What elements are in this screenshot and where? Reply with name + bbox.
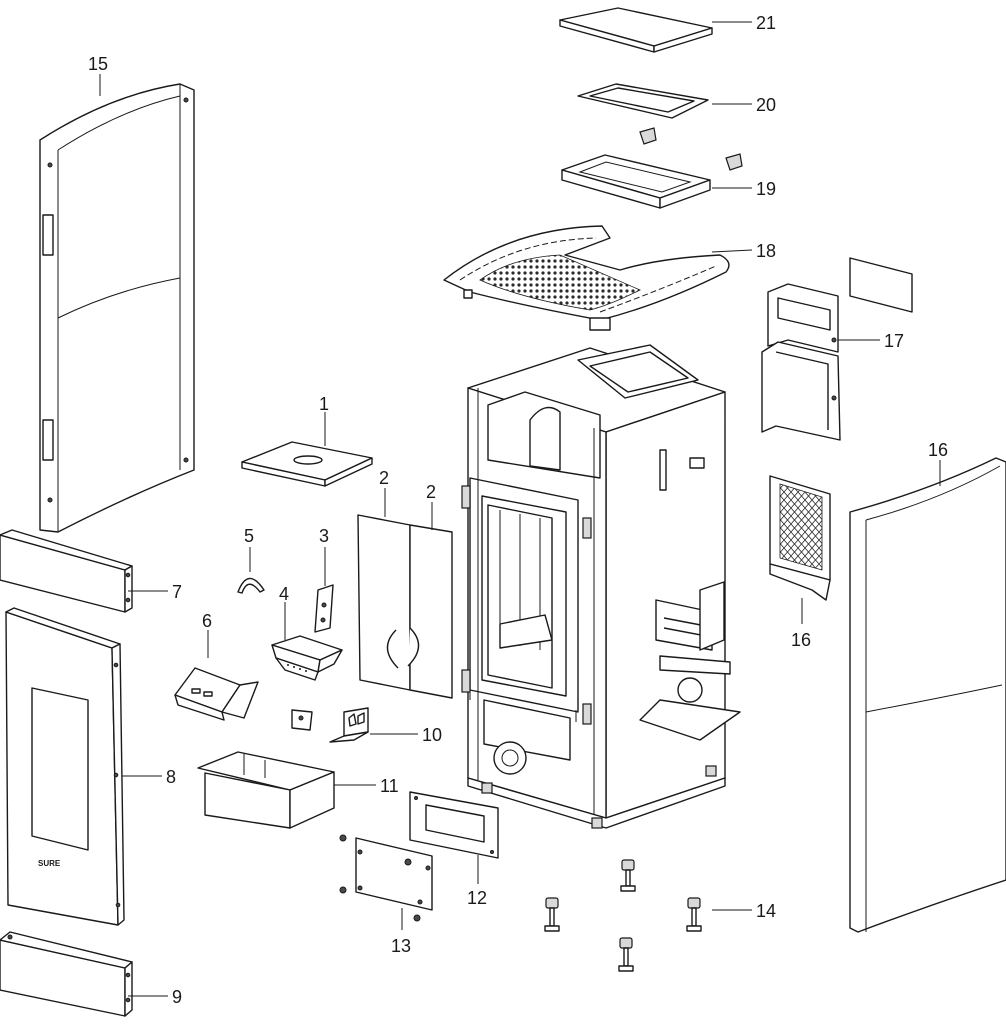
- callout-19: 19: [756, 179, 776, 199]
- part-21-hopper-lid: [559, 7, 713, 53]
- callout-16-left: 15: [88, 54, 108, 74]
- part-19-hopper-frame: [561, 154, 711, 209]
- svg-text:SURE: SURE: [38, 859, 61, 868]
- hinge-pins: [639, 127, 743, 171]
- part-7-front-upper-panel: [0, 529, 133, 613]
- callout-20: 20: [756, 95, 776, 115]
- callout-13: 13: [391, 936, 411, 956]
- part-6-deflector: [174, 667, 259, 721]
- callout-10: 10: [422, 725, 442, 745]
- callout-16-right: 16: [928, 440, 948, 460]
- callout-6: 6: [202, 611, 212, 631]
- callout-3: 3: [319, 526, 329, 546]
- part-18-top-grille: [443, 225, 730, 331]
- callout-18: 18: [756, 241, 776, 261]
- part-17-control-panel-box: [761, 257, 913, 441]
- part-11-ash-drawer: [197, 751, 335, 829]
- part-4-burn-pot: [271, 635, 343, 681]
- callout-9: 9: [172, 987, 182, 1007]
- part-16-right-side-panel: [849, 457, 1006, 933]
- callout-labels: 15 1 2 2 3 5 4 6 7 8 9 10 11 12 13 14 16…: [88, 13, 948, 1007]
- part-15-rear-grille: [769, 475, 831, 601]
- callout-2-left: 2: [379, 468, 389, 488]
- part-14-adjustable-feet: [544, 859, 702, 972]
- callout-2-right: 2: [426, 482, 436, 502]
- callout-1: 1: [319, 394, 329, 414]
- part-9-bottom-plinth: [0, 931, 133, 1017]
- door-brand-logo: SURE: [38, 859, 61, 868]
- part-13-cover-plate: [339, 834, 433, 922]
- callout-5: 5: [244, 526, 254, 546]
- stove-main-body: [461, 344, 741, 829]
- part-2-side-plates: [357, 514, 453, 699]
- callout-leader-lines: [99, 21, 941, 997]
- part-12-gasket-frame: [409, 791, 499, 859]
- callout-17: 17: [884, 331, 904, 351]
- callout-21: 21: [756, 13, 776, 33]
- part-5-arch-clip: [237, 577, 265, 594]
- callout-12: 12: [467, 888, 487, 908]
- callout-4: 4: [279, 584, 289, 604]
- callout-8: 8: [166, 767, 176, 787]
- part-20-lid-gasket: [577, 83, 709, 119]
- part-10-fixing-brackets: [291, 707, 369, 743]
- part-8-front-door: SURE: [5, 607, 125, 926]
- callout-15: 16: [791, 630, 811, 650]
- part-16-left-side-panel: [39, 83, 195, 533]
- callout-7: 7: [172, 582, 182, 602]
- callout-11: 11: [380, 776, 399, 796]
- part-1-top-insulation-plate: [241, 441, 373, 487]
- part-3-bracket: [314, 584, 334, 633]
- callout-14: 14: [756, 901, 776, 921]
